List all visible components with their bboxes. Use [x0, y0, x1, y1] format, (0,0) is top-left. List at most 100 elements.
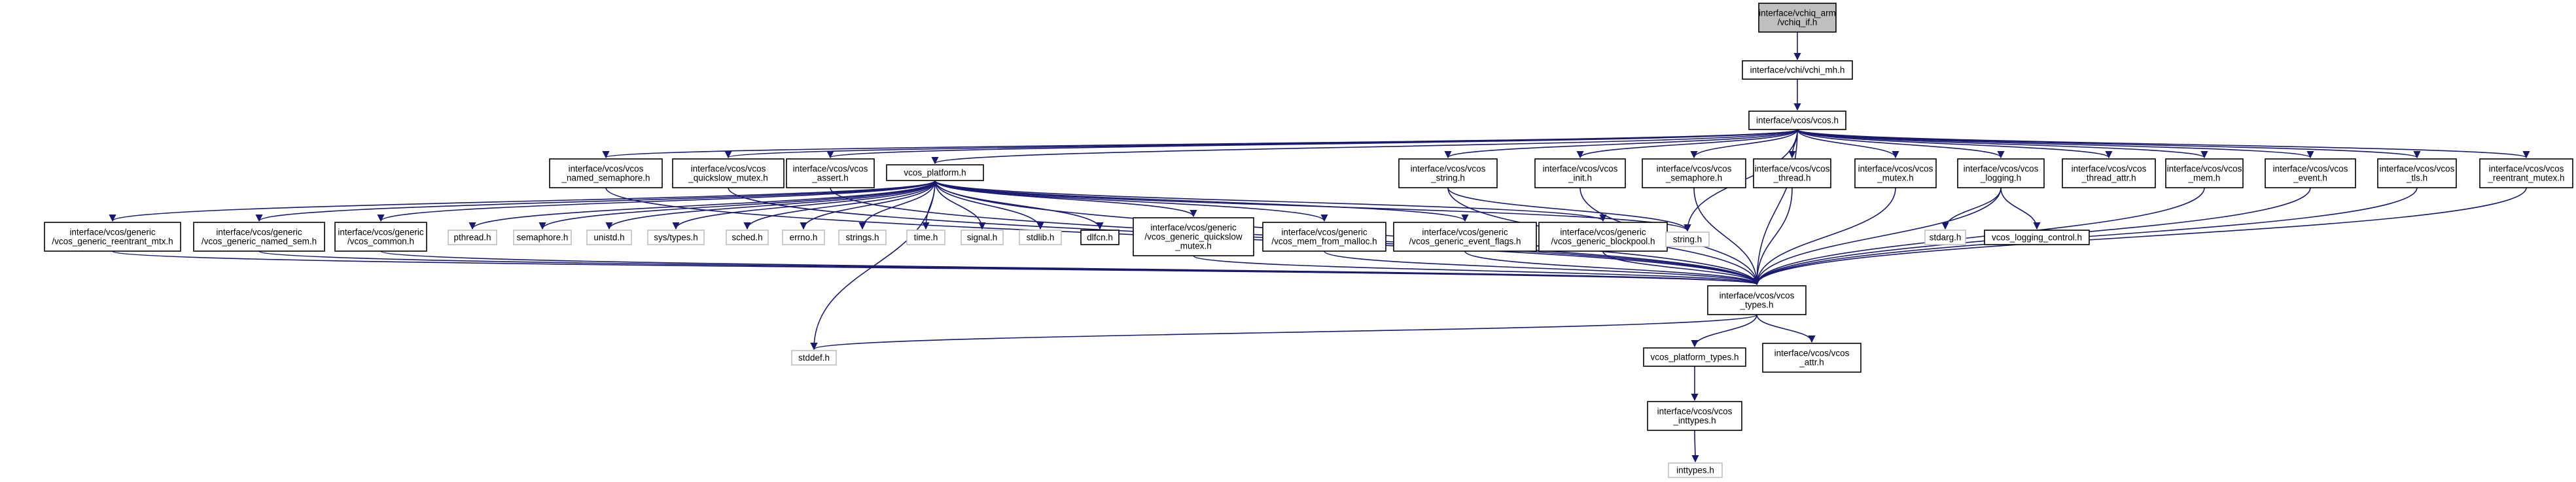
- node-types[interactable]: interface/vcos/vcos_types.h: [1707, 285, 1807, 315]
- node-stddef: stddef.h: [791, 350, 837, 366]
- node-box-dlfcn: [1080, 230, 1120, 245]
- node-semaphore_h: semaphore.h: [513, 230, 572, 245]
- edge-platform-to-semaphore_h: [538, 180, 936, 230]
- node-box-logging: [1957, 158, 2045, 188]
- node-logctl[interactable]: vcos_logging_control.h: [1984, 230, 2090, 245]
- edge-platform-to-signal: [934, 180, 986, 230]
- node-gen_common[interactable]: interface/vcos/generic/vcos_common.h: [334, 222, 427, 252]
- node-box-named_sem: [549, 158, 663, 188]
- node-tls[interactable]: interface/vcos/vcos_tls.h: [2377, 158, 2457, 188]
- node-label-types: _types.h: [1739, 300, 1773, 310]
- node-label-platform: vcos_platform.h: [904, 168, 966, 178]
- node-label-mem: _mem.h: [2188, 173, 2221, 183]
- node-label-gen_rmtx: /vcos_generic_reentrant_mtx.h: [52, 237, 173, 247]
- node-event[interactable]: interface/vcos/vcos_event.h: [2265, 158, 2356, 188]
- node-mem[interactable]: interface/vcos/vcos_mem.h: [2165, 158, 2244, 188]
- edge-platform-to-unistd: [605, 180, 936, 230]
- node-ptypes[interactable]: vcos_platform_types.h: [1643, 347, 1746, 367]
- node-label-types: interface/vcos/vcos: [1720, 291, 1795, 301]
- node-label-string_h: string.h: [1673, 235, 1702, 245]
- node-label-tls: _tls.h: [2406, 173, 2427, 183]
- node-thread[interactable]: interface/vcos/vcos_thread.h: [1753, 158, 1831, 188]
- node-gen_rmtx[interactable]: interface/vcos/generic/vcos_generic_reen…: [44, 222, 181, 252]
- edge-platform-to-errno: [800, 180, 936, 230]
- node-box-init: [1534, 158, 1626, 188]
- node-named_sem[interactable]: interface/vcos/vcos_named_semaphore.h: [549, 158, 663, 188]
- node-box-gen_evflags: [1393, 222, 1537, 252]
- node-vchi_mh[interactable]: interface/vchi/vchi_mh.h: [1742, 60, 1853, 80]
- edge-gen_qsm-to-types: [1193, 255, 1761, 286]
- edge-gen_blockpool-to-types: [1602, 250, 1761, 286]
- node-label-mutex: _mutex.h: [1877, 173, 1914, 183]
- edge-platform-to-pthread: [468, 180, 936, 230]
- node-logging[interactable]: interface/vcos/vcos_logging.h: [1957, 158, 2045, 188]
- node-init[interactable]: interface/vcos/vcos_init.h: [1534, 158, 1626, 188]
- node-box-root: [1758, 3, 1837, 33]
- node-label-thread_attr: _thread_attr.h: [2081, 173, 2136, 183]
- node-label-assert: interface/vcos/vcos: [793, 164, 868, 174]
- node-box-qs_mutex: [672, 158, 785, 188]
- node-label-event: interface/vcos/vcos: [2273, 164, 2348, 174]
- node-label-thread: interface/vcos/vcos: [1755, 164, 1830, 174]
- node-vinttypes[interactable]: interface/vcos/vcos_inttypes.h: [1647, 401, 1742, 431]
- node-label-stdarg: stdarg.h: [1930, 233, 1962, 243]
- node-box-vinttypes: [1647, 401, 1742, 431]
- node-strings: strings.h: [838, 230, 887, 245]
- edge-logging-to-stdarg: [1941, 187, 2002, 230]
- node-box-stdlib: [1019, 230, 1062, 245]
- node-label-semaphore_h: semaphore.h: [517, 233, 569, 243]
- edge-types-to-ptypes: [1691, 314, 1757, 348]
- node-gen_malloc[interactable]: interface/vcos/generic/vcos_mem_from_mal…: [1262, 222, 1386, 252]
- node-label-semaphore: interface/vcos/vcos: [1657, 164, 1732, 174]
- node-label-stdlib: stdlib.h: [1027, 233, 1055, 243]
- node-string_h: string.h: [1665, 232, 1710, 247]
- node-qs_mutex[interactable]: interface/vcos/vcos_quickslow_mutex.h: [672, 158, 785, 188]
- node-vattr[interactable]: interface/vcos/vcos_attr.h: [1762, 343, 1861, 373]
- node-mutex[interactable]: interface/vcos/vcos_mutex.h: [1854, 158, 1937, 188]
- node-box-tls: [2377, 158, 2457, 188]
- node-label-reentrant: _reentrant_mutex.h: [2487, 173, 2564, 183]
- node-label-init: _init.h: [1568, 173, 1592, 183]
- node-box-stdarg: [1924, 230, 1966, 245]
- node-label-gen_nsem: /vcos_generic_named_sem.h: [202, 237, 317, 247]
- node-label-init: interface/vcos/vcos: [1543, 164, 1618, 174]
- node-label-gen_blockpool: interface/vcos/generic: [1560, 228, 1646, 237]
- node-label-mem: interface/vcos/vcos: [2167, 164, 2242, 174]
- node-label-unistd: unistd.h: [593, 233, 624, 243]
- node-box-reentrant: [2479, 158, 2573, 188]
- edge-platform-to-gen_rmtx: [109, 180, 936, 222]
- node-pthread: pthread.h: [448, 230, 497, 245]
- node-label-thread_attr: interface/vcos/vcos: [2072, 164, 2147, 174]
- node-box-semaphore: [1642, 158, 1746, 188]
- node-label-gen_blockpool: /vcos_generic_blockpool.h: [1551, 237, 1655, 247]
- edge-semaphore-to-types: [1693, 187, 1761, 286]
- node-box-thread_attr: [2062, 158, 2156, 188]
- node-box-inttypes: [1668, 462, 1723, 478]
- node-thread_attr[interactable]: interface/vcos/vcos_thread_attr.h: [2062, 158, 2156, 188]
- edge-gen_malloc-to-types: [1324, 250, 1761, 286]
- edge-vcos-to-logging: [1797, 129, 2005, 159]
- node-root[interactable]: interface/vchiq_arm/vchiq_if.h: [1758, 3, 1837, 33]
- node-vcos[interactable]: interface/vcos/vcos.h: [1748, 111, 1846, 130]
- node-box-mutex: [1854, 158, 1937, 188]
- node-time: time.h: [906, 230, 945, 245]
- node-reentrant[interactable]: interface/vcos/vcos_reentrant_mutex.h: [2479, 158, 2573, 188]
- node-platform[interactable]: vcos_platform.h: [886, 164, 984, 181]
- node-label-logctl: vcos_logging_control.h: [1992, 233, 2082, 243]
- node-gen_nsem[interactable]: interface/vcos/generic/vcos_generic_name…: [193, 222, 325, 252]
- node-label-vchi_mh: interface/vchi/vchi_mh.h: [1750, 65, 1845, 75]
- edge-types-to-vattr: [1756, 314, 1816, 343]
- node-gen_evflags[interactable]: interface/vcos/generic/vcos_generic_even…: [1393, 222, 1537, 252]
- node-gen_blockpool[interactable]: interface/vcos/generic/vcos_generic_bloc…: [1538, 222, 1668, 252]
- node-label-named_sem: interface/vcos/vcos: [569, 164, 644, 174]
- node-gen_qsm[interactable]: interface/vcos/generic/vcos_generic_quic…: [1133, 217, 1254, 256]
- node-box-gen_common: [334, 222, 427, 252]
- node-unistd: unistd.h: [586, 230, 632, 245]
- node-label-inttypes: inttypes.h: [1676, 466, 1714, 475]
- node-vstring[interactable]: interface/vcos/vcos_string.h: [1398, 158, 1498, 188]
- node-label-root: interface/vchiq_arm: [1759, 9, 1836, 18]
- node-dlfcn[interactable]: dlfcn.h: [1080, 230, 1120, 245]
- node-box-gen_nsem: [193, 222, 325, 252]
- node-assert[interactable]: interface/vcos/vcos_assert.h: [786, 158, 875, 188]
- node-semaphore[interactable]: interface/vcos/vcos_semaphore.h: [1642, 158, 1746, 188]
